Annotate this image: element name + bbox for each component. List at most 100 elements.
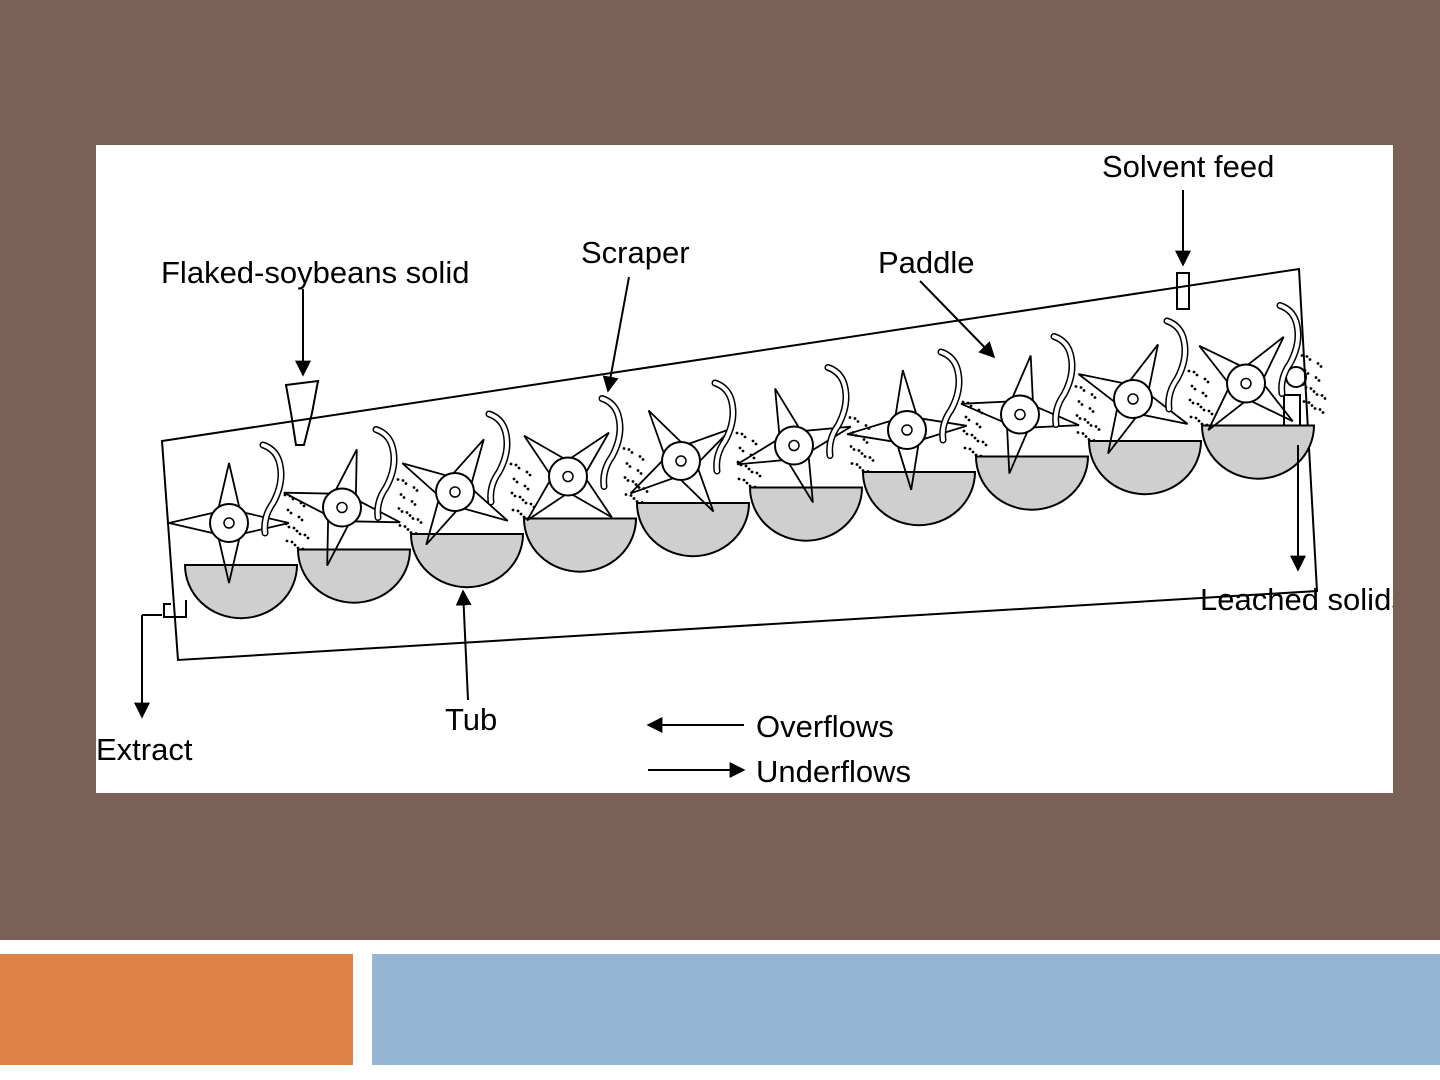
flaked-soybeans-label: Flaked-soybeans solid xyxy=(161,255,469,290)
paddle-hub xyxy=(322,487,362,528)
solids-particle xyxy=(292,526,296,530)
extractor-diagram: Solvent feed Flaked-soybeans solid Scrap… xyxy=(96,145,1393,793)
solids-particle xyxy=(1196,402,1200,406)
paddle-axle xyxy=(901,424,913,436)
solids-particle xyxy=(518,495,522,499)
solids-particle xyxy=(1316,362,1320,365)
solids-particle xyxy=(1086,421,1090,424)
paddle xyxy=(1077,343,1189,455)
solids-particle xyxy=(865,441,869,444)
paddle-axle xyxy=(336,501,348,514)
solids-particle xyxy=(638,455,642,458)
solids-particle xyxy=(1308,358,1312,361)
solids-particle xyxy=(1083,418,1087,421)
paddle-axle xyxy=(1240,377,1252,390)
paddle xyxy=(736,388,852,503)
paddle xyxy=(1198,336,1294,431)
solids-particle xyxy=(298,532,302,536)
solids-particle xyxy=(523,484,527,488)
solids-particle xyxy=(984,443,988,447)
solids-particle xyxy=(860,452,864,455)
solids-particle xyxy=(1307,401,1311,404)
solids-particle xyxy=(285,539,289,543)
tub xyxy=(635,502,751,558)
solids-particle xyxy=(1201,391,1205,395)
paddle-hub xyxy=(774,425,814,466)
extract-label: Extract xyxy=(96,732,193,767)
solids-particle xyxy=(970,433,974,437)
paddle-hub xyxy=(548,456,588,497)
solids-particle xyxy=(519,512,523,516)
scraper-bore xyxy=(826,365,848,458)
solids-particle xyxy=(396,478,400,481)
solids-particle xyxy=(625,462,629,465)
solids-particle xyxy=(862,438,866,441)
solids-particle xyxy=(1321,411,1325,414)
tub xyxy=(861,471,977,527)
solids-particle xyxy=(509,462,513,466)
underflows-legend-label: Underflows xyxy=(756,754,911,789)
solids-particle xyxy=(401,479,405,482)
solids-particle xyxy=(1204,394,1208,398)
solids-particle xyxy=(855,463,859,466)
solids-particle xyxy=(754,442,758,446)
solids-particle xyxy=(413,503,417,506)
solids-particle xyxy=(639,472,643,475)
solids-particle xyxy=(741,449,745,453)
solids-particle xyxy=(853,417,857,420)
solids-particle xyxy=(758,474,762,478)
solids-particle xyxy=(976,439,980,443)
overflows-legend-label: Overflows xyxy=(756,709,894,744)
solids-particle xyxy=(629,494,633,497)
tub xyxy=(748,486,864,542)
tub xyxy=(1200,424,1316,480)
solids-particle xyxy=(1305,355,1309,358)
solids-particle xyxy=(624,493,628,496)
solids-particle xyxy=(857,449,861,452)
solids-particle xyxy=(738,446,742,450)
paddle xyxy=(629,409,733,513)
solids-particle xyxy=(510,491,514,495)
solids-particle xyxy=(1320,394,1324,397)
solids-particle xyxy=(1323,397,1327,400)
footer-accent-right xyxy=(372,954,1440,1065)
solvent-feed-label: Solvent feed xyxy=(1102,149,1274,184)
solids-particle xyxy=(1191,401,1195,405)
leached-solids-label: Leached solids xyxy=(1200,582,1393,617)
solids-particle xyxy=(864,424,868,427)
scraper-label: Scraper xyxy=(581,235,690,270)
feed-hopper xyxy=(284,379,320,446)
solids-particle xyxy=(1310,404,1314,407)
solids-particle xyxy=(747,467,751,471)
paddle xyxy=(846,369,968,491)
paddle xyxy=(401,438,509,546)
scraper-bore xyxy=(1278,303,1300,396)
solids-particle xyxy=(1304,386,1308,389)
extractor-housing xyxy=(160,267,1319,662)
solids-particle xyxy=(408,514,412,517)
solids-particle xyxy=(1082,389,1086,392)
solids-particle xyxy=(1210,412,1214,416)
solids-particle xyxy=(1207,409,1211,413)
scraper-bore xyxy=(1165,319,1187,411)
solids-particle xyxy=(1206,380,1210,384)
scraper-bore xyxy=(600,396,622,489)
solids-particle xyxy=(868,456,872,459)
solids-particle xyxy=(300,518,304,522)
solids-particle xyxy=(1094,425,1098,428)
solids-particle xyxy=(863,455,867,458)
solids-particle xyxy=(743,435,747,439)
solids-particle xyxy=(1080,403,1084,406)
solids-particle xyxy=(967,418,971,422)
solids-particle xyxy=(297,515,301,519)
solids-particle xyxy=(630,451,634,454)
solids-particle xyxy=(511,508,515,512)
solids-particle xyxy=(750,470,754,474)
paddle-hub xyxy=(1113,379,1153,419)
solids-particle xyxy=(1074,385,1078,388)
solids-particle xyxy=(963,446,967,450)
solids-particle xyxy=(634,483,638,486)
solids-particle xyxy=(744,464,748,468)
tub xyxy=(974,455,1090,511)
tub xyxy=(522,517,638,573)
